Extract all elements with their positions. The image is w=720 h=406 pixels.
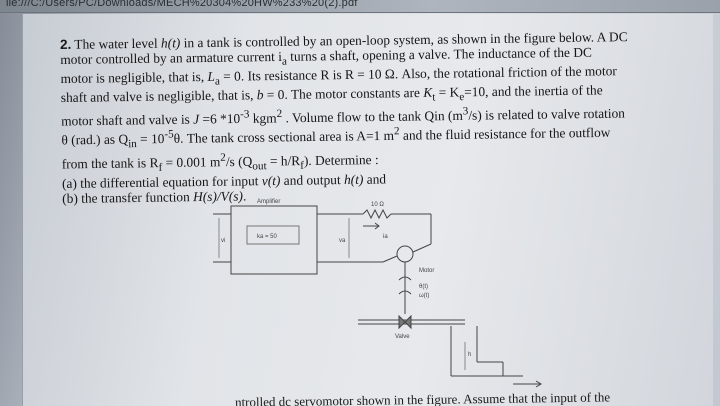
motor-label: Motor	[419, 268, 434, 274]
resistor	[362, 208, 392, 220]
browser-address-bar[interactable]: ile:///C:/Users/PC/Downloads/MECH%20304%…	[0, 0, 720, 13]
output-label: va	[339, 238, 346, 244]
water-level-label: h	[468, 352, 471, 358]
gain-box	[246, 225, 300, 245]
problem-number: 2.	[59, 36, 72, 52]
valve-label: Valve	[395, 334, 410, 340]
amplifier-box	[230, 205, 318, 275]
valve	[398, 314, 406, 330]
current-label: ia	[383, 234, 388, 240]
system-figure: Amplifier ka = 50 vi va 10 Ω ia Motor θ(…	[213, 199, 542, 388]
omega-label: ω(t)	[419, 293, 429, 299]
address-url[interactable]: ile:///C:/Users/PC/Downloads/MECH%20304%…	[6, 0, 358, 9]
input-label: vi	[221, 238, 225, 244]
problem-statement: 2. The water level h(t) in a tank is con…	[60, 29, 702, 206]
amplifier-label: Amplifier	[257, 199, 280, 205]
gain-label: ka = 50	[257, 234, 278, 240]
motor	[396, 245, 414, 263]
pdf-page: 2. The water level h(t) in a tank is con…	[22, 14, 713, 406]
theta-label: θ(t)	[419, 284, 428, 290]
resistor-label: 10 Ω	[371, 202, 384, 208]
